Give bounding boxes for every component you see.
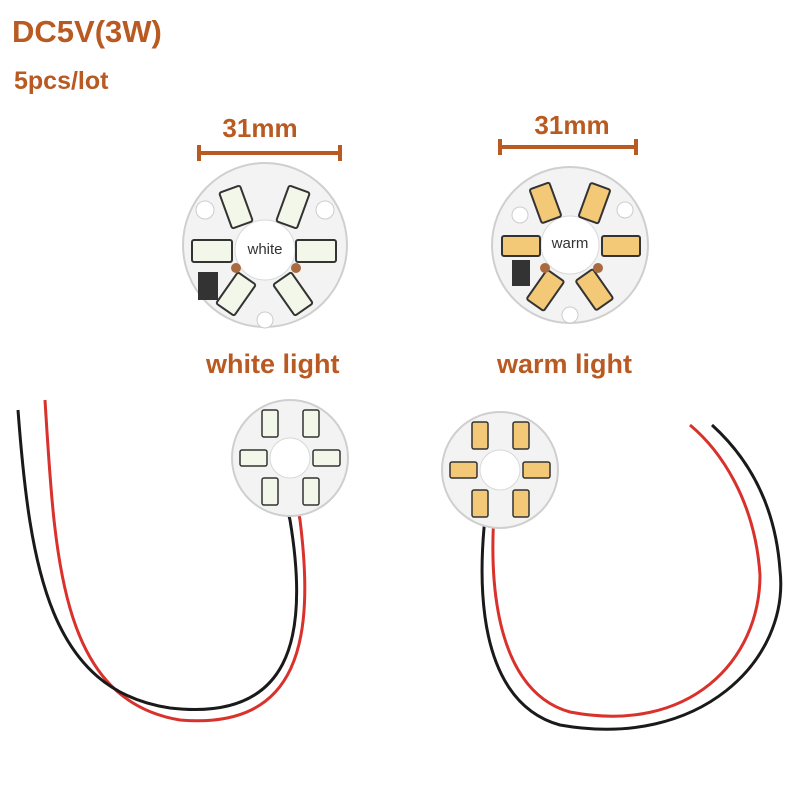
white-led-board-with-wires [16, 399, 349, 723]
white-led-board [182, 162, 348, 329]
warm-light-label: warm light [497, 349, 633, 379]
warm-led-board-with-wires [441, 411, 783, 731]
dimension-label-warm: 31mm [534, 110, 610, 140]
warm-led-board [491, 166, 649, 324]
dimension-label-white: 31mm [222, 113, 298, 143]
white-light-label: white light [206, 349, 340, 379]
dimension-bar-white [197, 145, 342, 161]
quantity-label: 5pcs/lot [14, 67, 109, 95]
product-spec-title: DC5V(3W) [12, 14, 162, 49]
white-center-label: white [247, 241, 283, 258]
dimension-bar-warm [498, 139, 638, 155]
warm-center-label: warm [551, 235, 589, 252]
